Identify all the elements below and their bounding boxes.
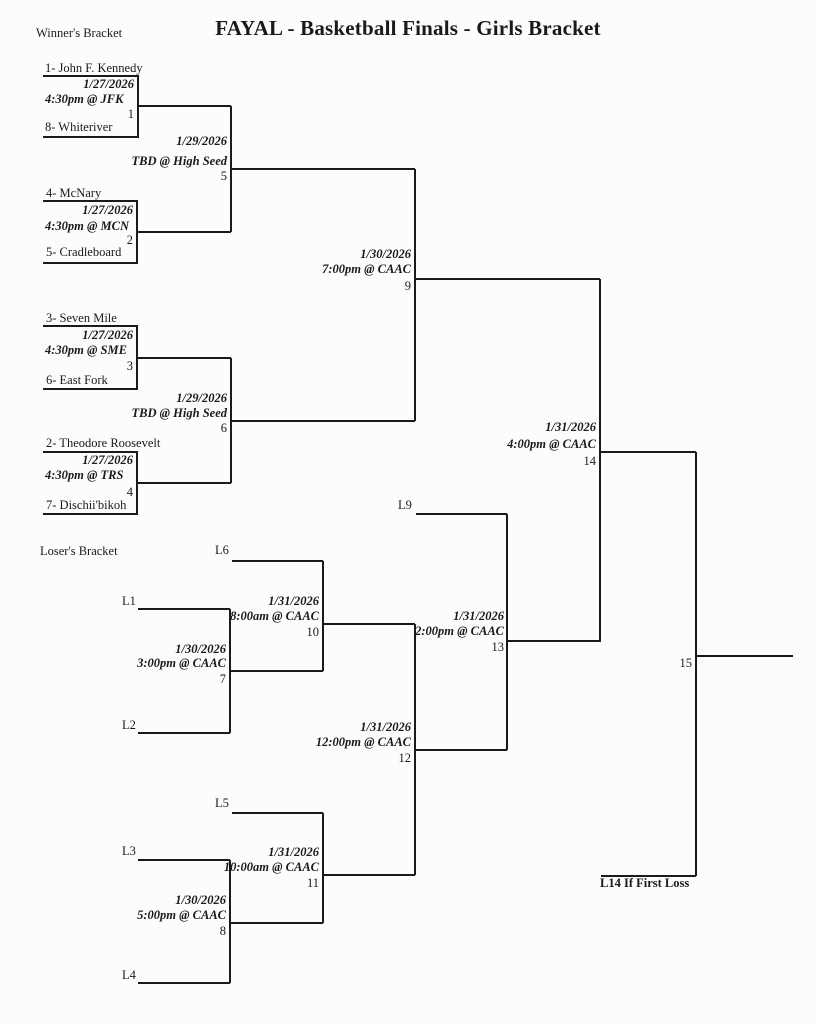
g5-bracket-line bbox=[229, 106, 415, 232]
g3-bracket-line bbox=[43, 324, 231, 391]
g5-game-number: 5 bbox=[220, 169, 227, 183]
g8-date: 1/30/2026 bbox=[175, 893, 226, 907]
g2-date: 1/27/2026 bbox=[82, 203, 133, 217]
g9-bracket-line bbox=[413, 169, 600, 421]
g5-date: 1/29/2026 bbox=[176, 134, 227, 148]
g10-bracket-line bbox=[321, 561, 415, 671]
g3-team-top: 3- Seven Mile bbox=[46, 311, 117, 325]
g9-game-number: 9 bbox=[404, 279, 411, 293]
g5-time: TBD @ High Seed bbox=[131, 154, 227, 168]
g1-time: 4:30pm @ JFK bbox=[45, 92, 124, 106]
g6-date: 1/29/2026 bbox=[176, 391, 227, 405]
g12-bracket-line bbox=[413, 624, 507, 875]
g11-date: 1/31/2026 bbox=[268, 845, 319, 859]
g11-game-number: 11 bbox=[306, 876, 319, 890]
g2-team-bottom: 5- Cradleboard bbox=[46, 245, 122, 259]
g4-team-bottom: 7- Dischii'bikoh bbox=[46, 498, 127, 512]
g12-game-number: 12 bbox=[398, 751, 412, 765]
g15-game-number: 15 bbox=[679, 656, 693, 670]
g14-game-number: 14 bbox=[583, 454, 597, 468]
l5-slot-label: L5 bbox=[215, 796, 229, 810]
l1-slot-label: L1 bbox=[122, 594, 136, 608]
g12-date: 1/31/2026 bbox=[360, 720, 411, 734]
g2-game-number: 2 bbox=[126, 233, 133, 247]
g2-time: 4:30pm @ MCN bbox=[45, 219, 130, 233]
g4-date: 1/27/2026 bbox=[82, 453, 133, 467]
g6-time: TBD @ High Seed bbox=[131, 406, 227, 420]
g11-time: 10:00am @ CAAC bbox=[223, 860, 319, 874]
g1-game-number: 1 bbox=[127, 107, 134, 121]
g7-time: 3:00pm @ CAAC bbox=[137, 656, 226, 670]
g9-date: 1/30/2026 bbox=[360, 247, 411, 261]
g14-time: 4:00pm @ CAAC bbox=[507, 437, 596, 451]
losers-bracket-label: Loser's Bracket bbox=[40, 544, 118, 558]
g14-bracket-line bbox=[598, 279, 696, 641]
l3-slot-label: L3 bbox=[122, 844, 136, 858]
l6-slot-label: L6 bbox=[215, 543, 229, 557]
g7-game-number: 7 bbox=[219, 672, 226, 686]
g4-time: 4:30pm @ TRS bbox=[45, 468, 124, 482]
g1-bracket-line bbox=[43, 74, 231, 139]
g13-game-number: 13 bbox=[491, 640, 505, 654]
g3-time: 4:30pm @ SME bbox=[45, 343, 127, 357]
g13-date: 1/31/2026 bbox=[453, 609, 504, 623]
page-title: FAYAL - Basketball Finals - Girls Bracke… bbox=[215, 16, 601, 40]
g8-game-number: 8 bbox=[219, 924, 226, 938]
g7-date: 1/30/2026 bbox=[175, 642, 226, 656]
l4-slot-label: L4 bbox=[122, 968, 136, 982]
g12-time: 12:00pm @ CAAC bbox=[315, 735, 411, 749]
l9-slot-label: L9 bbox=[398, 498, 412, 512]
g8-bracket-line bbox=[228, 860, 323, 983]
g1-team-bottom: 8- Whiteriver bbox=[45, 120, 113, 134]
g2-team-top: 4- McNary bbox=[46, 186, 102, 200]
g3-team-bottom: 6- East Fork bbox=[46, 373, 108, 387]
g13-bracket-line bbox=[505, 514, 601, 750]
g10-game-number: 10 bbox=[306, 625, 320, 639]
g2-bracket-line bbox=[43, 199, 231, 265]
g1-date: 1/27/2026 bbox=[83, 77, 134, 91]
g9-time: 7:00pm @ CAAC bbox=[322, 262, 411, 276]
l2-slot-label: L2 bbox=[122, 718, 136, 732]
g15-bracket-line bbox=[694, 452, 793, 876]
g13-time: 2:00pm @ CAAC bbox=[415, 624, 504, 638]
g4-bracket-line bbox=[43, 450, 231, 516]
g10-time: 8:00am @ CAAC bbox=[230, 609, 319, 623]
g14-date: 1/31/2026 bbox=[545, 420, 596, 434]
g1-team-top: 1- John F. Kennedy bbox=[45, 61, 143, 75]
g10-date: 1/31/2026 bbox=[268, 594, 319, 608]
g3-date: 1/27/2026 bbox=[82, 328, 133, 342]
g6-bracket-line bbox=[229, 358, 415, 483]
g11-bracket-line bbox=[321, 813, 415, 923]
g4-game-number: 4 bbox=[126, 485, 133, 499]
g4-team-top: 2- Theodore Roosevelt bbox=[46, 436, 161, 450]
g6-game-number: 6 bbox=[220, 421, 227, 435]
winners-bracket-label: Winner's Bracket bbox=[36, 26, 123, 40]
g3-game-number: 3 bbox=[126, 359, 133, 373]
g7-bracket-line bbox=[228, 609, 323, 733]
l14-if-first-loss-label: L14 If First Loss bbox=[600, 876, 690, 890]
g8-time: 5:00pm @ CAAC bbox=[137, 908, 226, 922]
